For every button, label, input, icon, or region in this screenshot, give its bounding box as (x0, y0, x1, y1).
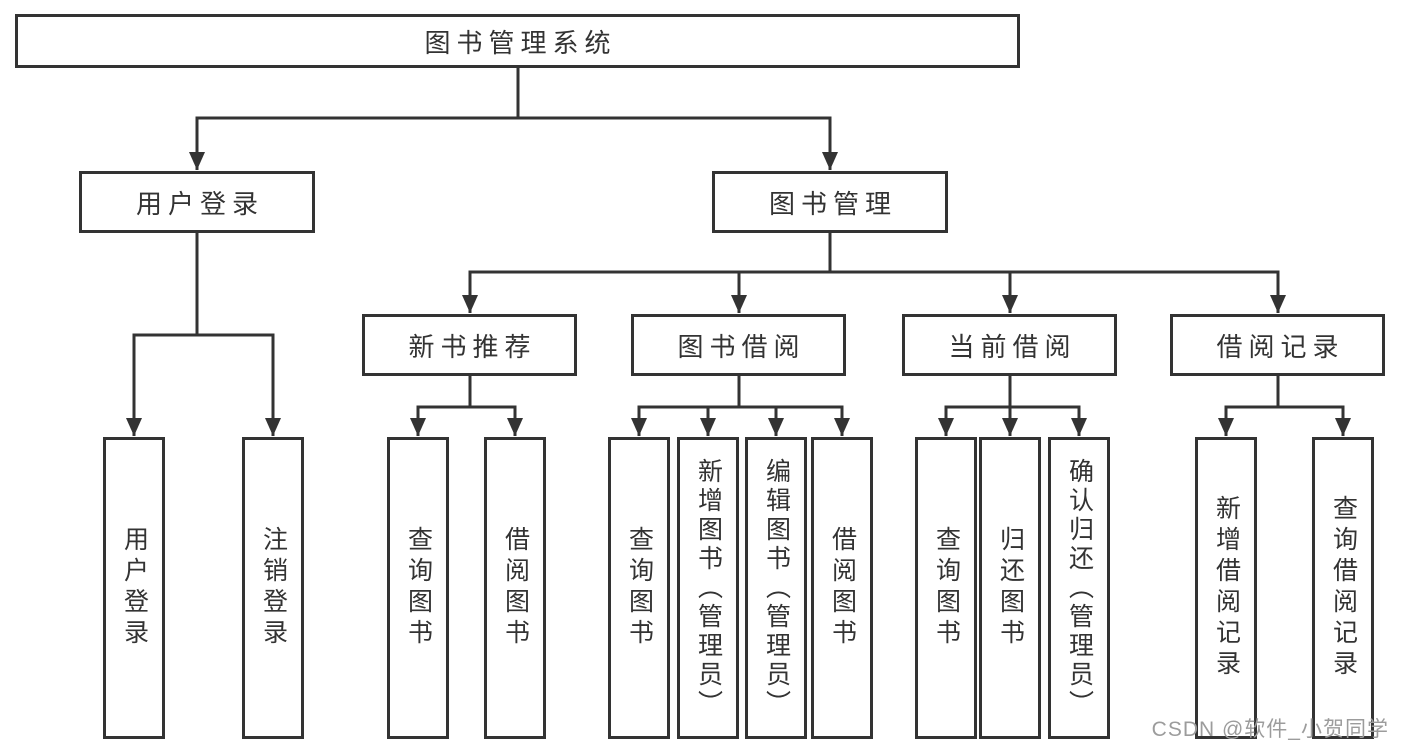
node-book-management-label: 图书管理 (768, 188, 897, 219)
leaf-return-books: 归还图书 (979, 437, 1041, 739)
node-current-borrowing: 当前借阅 (902, 314, 1117, 376)
leaf-confirm-return-admin: 确认归还（管理员） (1048, 437, 1110, 739)
leaf-return-books-label: 归还图书 (996, 526, 1025, 650)
csdn-watermark: CSDN @软件_小贺同学 (1151, 718, 1389, 741)
node-new-book-recommend-label: 新书推荐 (408, 331, 537, 362)
leaf-add-books-admin-label: 新增图书（管理员） (694, 457, 723, 719)
node-current-borrowing-label: 当前借阅 (948, 331, 1077, 362)
leaf-edit-books-admin: 编辑图书（管理员） (745, 437, 807, 739)
connector-current-borrowing-children (938, 376, 1087, 436)
connector-user-login-children (126, 233, 281, 436)
node-user-login: 用户登录 (79, 171, 315, 233)
leaf-borrow-books-2: 借阅图书 (811, 437, 873, 739)
leaf-logout-login-label: 注销登录 (259, 526, 288, 650)
leaf-user-login-label: 用户登录 (120, 526, 149, 650)
leaf-logout-login: 注销登录 (242, 437, 304, 739)
node-book-management: 图书管理 (712, 171, 948, 233)
leaf-query-books-1: 查询图书 (387, 437, 449, 739)
node-root-label: 图书管理系统 (424, 27, 617, 58)
leaf-borrow-books-1: 借阅图书 (484, 437, 546, 739)
leaf-confirm-return-admin-label: 确认归还（管理员） (1065, 457, 1094, 719)
leaf-user-login: 用户登录 (103, 437, 165, 739)
connector-borrowing-records-children (1218, 376, 1351, 436)
leaf-add-borrow-record: 新增借阅记录 (1195, 437, 1257, 739)
node-borrowing-records: 借阅记录 (1170, 314, 1385, 376)
leaf-query-borrow-record-label: 查询借阅记录 (1329, 495, 1358, 681)
leaf-borrow-books-1-label: 借阅图书 (501, 526, 530, 650)
node-root: 图书管理系统 (15, 14, 1020, 68)
node-borrowing-records-label: 借阅记录 (1216, 331, 1345, 362)
leaf-borrow-books-2-label: 借阅图书 (828, 526, 857, 650)
connector-book-borrowing-children (631, 376, 850, 436)
leaf-query-borrow-record: 查询借阅记录 (1312, 437, 1374, 739)
leaf-add-books-admin: 新增图书（管理员） (677, 437, 739, 739)
connector-root-to-level2 (189, 67, 838, 170)
leaf-edit-books-admin-label: 编辑图书（管理员） (762, 457, 791, 719)
connector-book-management-children (462, 233, 1286, 313)
leaf-query-books-2: 查询图书 (608, 437, 670, 739)
leaf-query-books-3-label: 查询图书 (932, 526, 961, 650)
node-new-book-recommend: 新书推荐 (362, 314, 577, 376)
node-book-borrowing-label: 图书借阅 (677, 331, 806, 362)
connector-new-book-recommend-children (410, 376, 523, 436)
leaf-query-books-2-label: 查询图书 (625, 526, 654, 650)
node-book-borrowing: 图书借阅 (631, 314, 846, 376)
leaf-query-books-3: 查询图书 (915, 437, 977, 739)
leaf-add-borrow-record-label: 新增借阅记录 (1212, 495, 1241, 681)
leaf-query-books-1-label: 查询图书 (404, 526, 433, 650)
node-user-login-label: 用户登录 (135, 188, 264, 219)
